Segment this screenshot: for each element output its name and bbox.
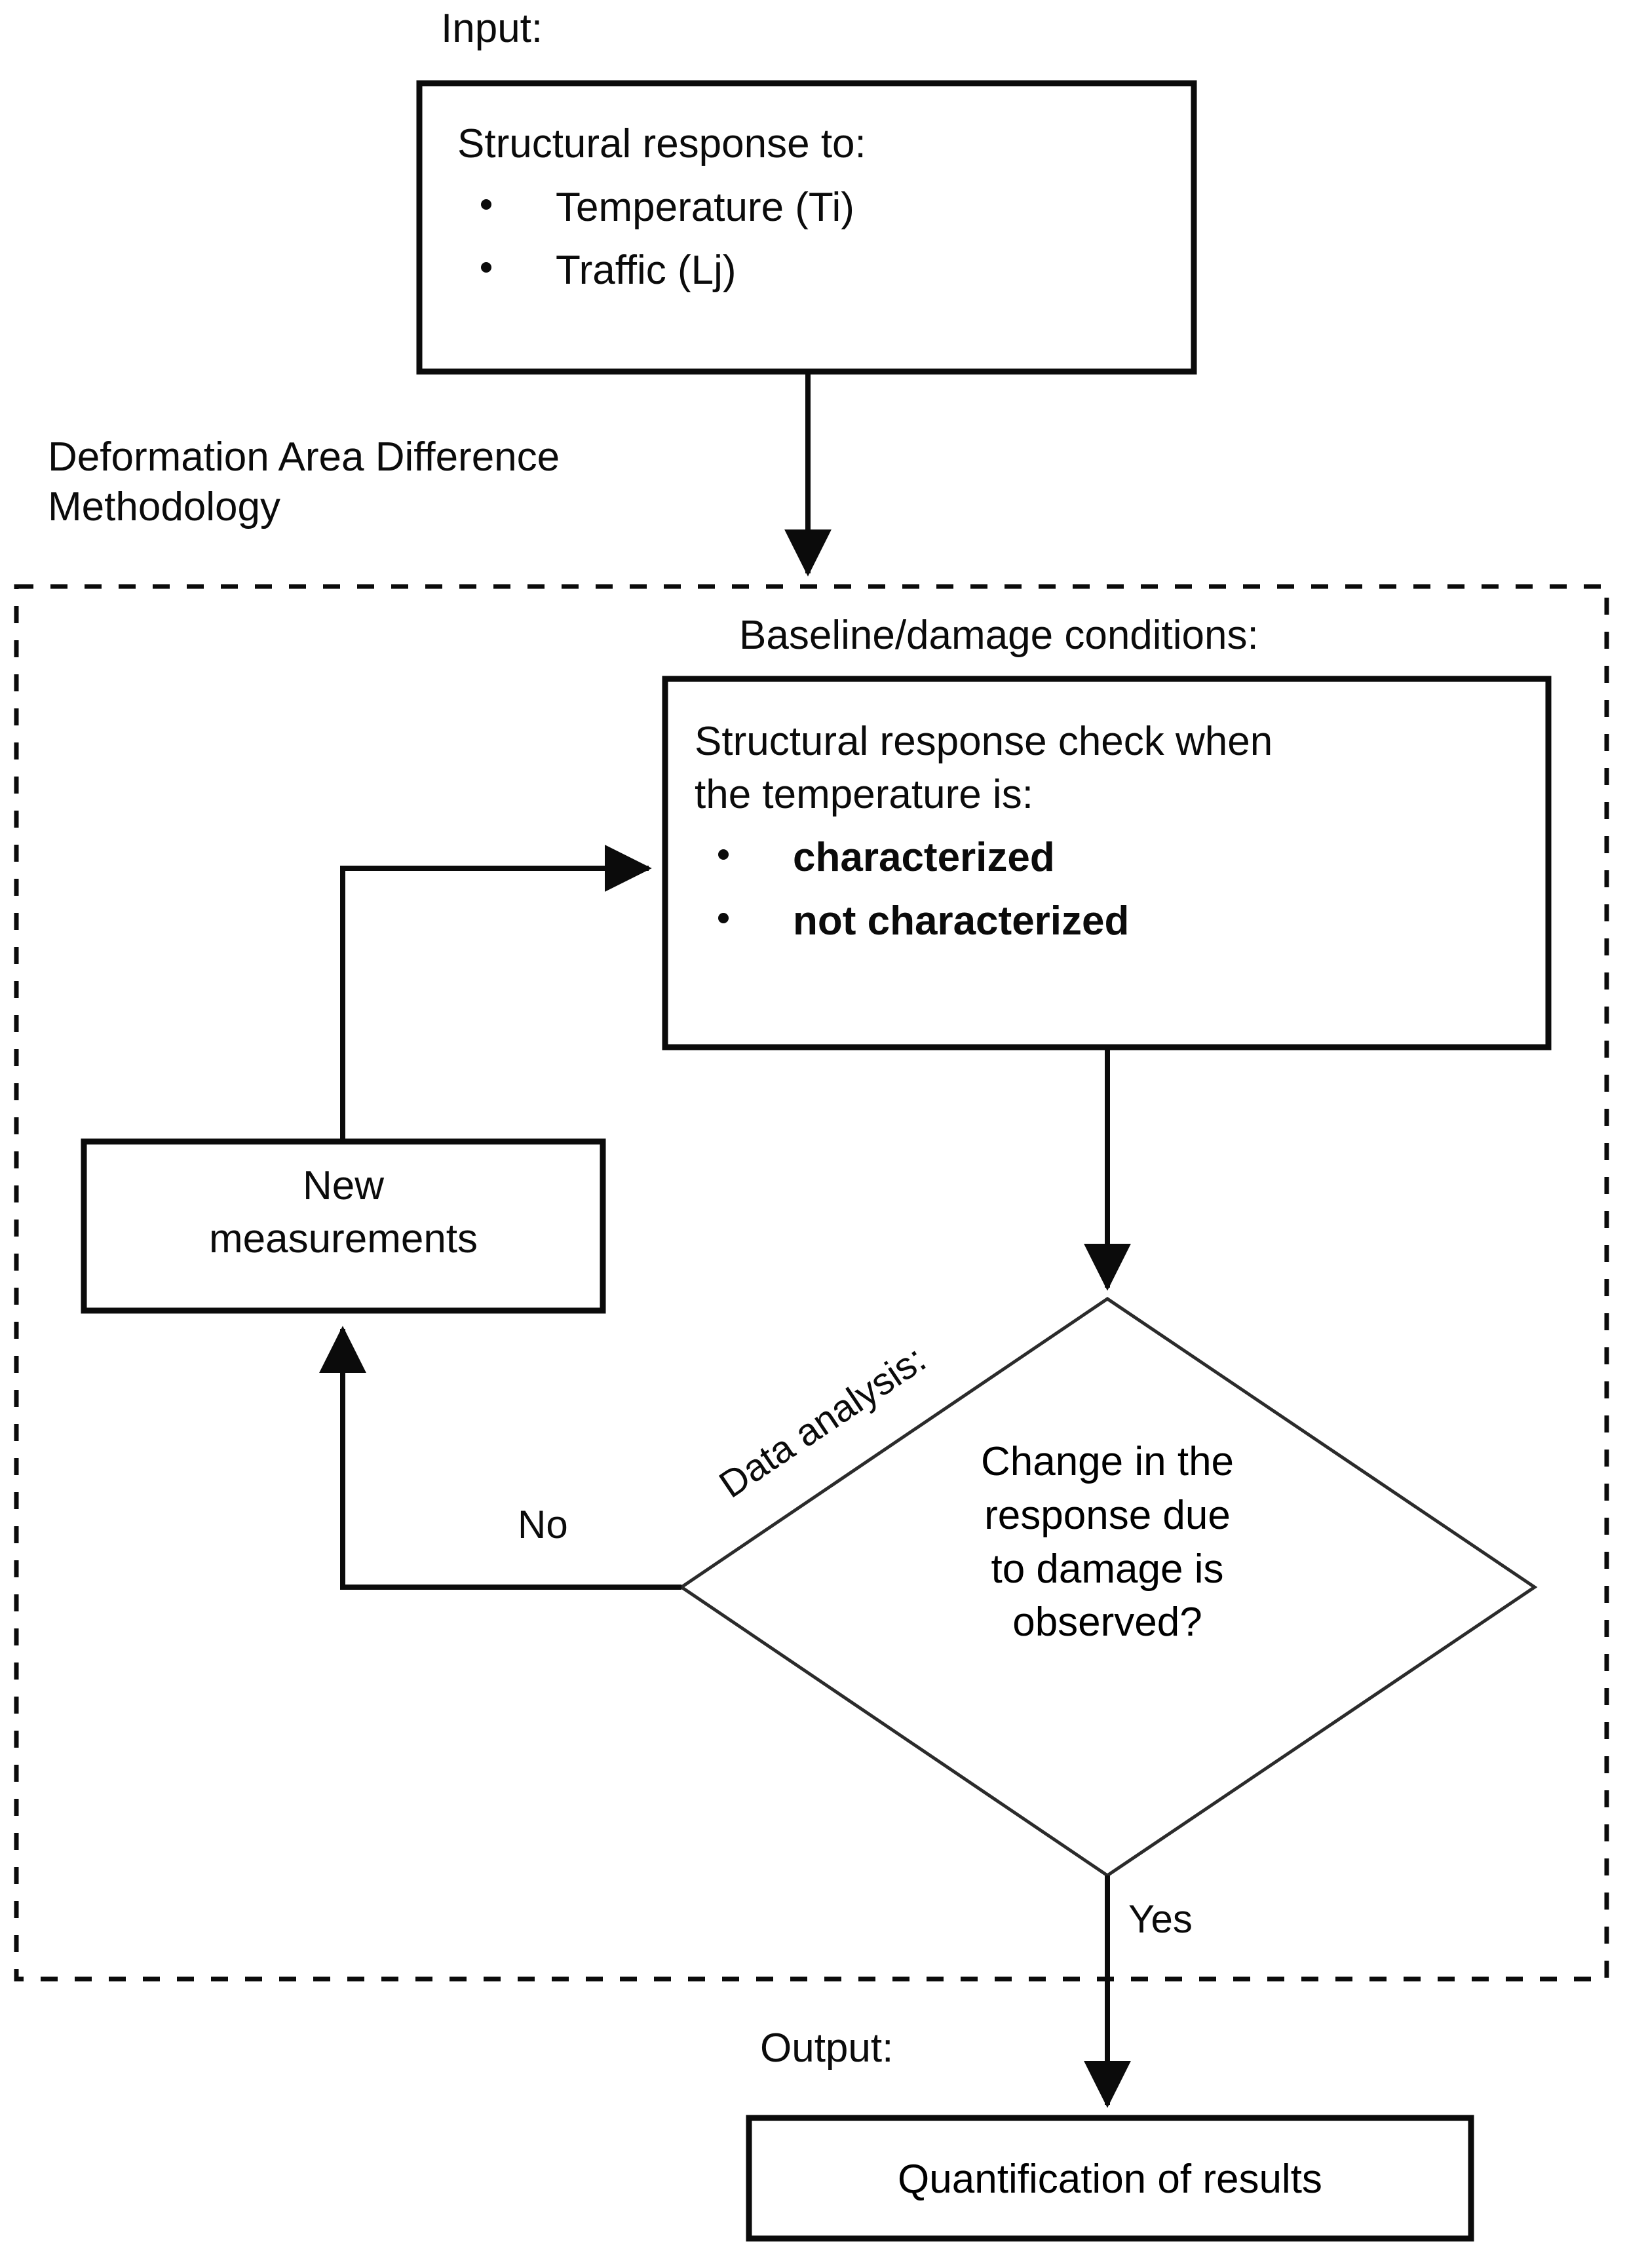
edge-label-yes: Yes — [1128, 1897, 1193, 1941]
decision-diamond-content: Change in the response due to damage is … — [904, 1435, 1311, 1649]
list-item: characterized — [695, 832, 1540, 885]
new-measurements-line-2: measurements — [208, 1216, 478, 1261]
bullet-dot-icon — [718, 913, 729, 924]
output-box-content: Quantification of results — [898, 2157, 1322, 2202]
input-box-bullet-list: Temperature (Ti) Traffic (Lj) — [457, 182, 1185, 298]
data-analysis-label: Data analysis: — [712, 1337, 934, 1507]
bullet-dot-icon — [718, 849, 729, 860]
input-box-heading: Structural response to: — [457, 121, 866, 166]
new-measurements-line-1: New — [302, 1163, 385, 1208]
decision-line-1: Change in the — [980, 1439, 1235, 1484]
list-item: Temperature (Ti) — [457, 182, 1185, 235]
baseline-box-bullet-list: characterized not characterized — [695, 832, 1540, 948]
output-caption: Output: — [760, 2026, 894, 2071]
edge-decision-no-to-new-measurements — [319, 1326, 681, 1590]
list-item: not characterized — [695, 895, 1540, 948]
baseline-box-heading-line-1: Structural response check when — [695, 719, 1273, 764]
edge-label-no: No — [518, 1503, 568, 1547]
decision-line-4: observed? — [1012, 1600, 1202, 1645]
baseline-box-content: Structural response check when the tempe… — [695, 716, 1540, 948]
baseline-bullet-not-characterized: not characterized — [793, 898, 1130, 944]
baseline-caption: Baseline/damage conditions: — [739, 613, 1259, 658]
new-measurements-box-content: New measurements — [84, 1160, 603, 1265]
edge-new-measurements-to-baseline — [340, 845, 652, 1142]
input-box-content: Structural response to: Temperature (Ti)… — [457, 118, 1185, 298]
decision-line-3: to damage is — [991, 1546, 1224, 1592]
methodology-label: Deformation Area Difference Methodology — [48, 434, 560, 529]
input-caption: Input: — [441, 6, 543, 51]
input-bullet-traffic: Traffic (Lj) — [556, 248, 737, 294]
baseline-box-heading-line-2: the temperature is: — [695, 771, 1033, 817]
baseline-bullet-characterized: characterized — [793, 835, 1055, 881]
list-item: Traffic (Lj) — [457, 244, 1185, 298]
bullet-dot-icon — [481, 262, 491, 273]
bullet-dot-icon — [481, 199, 491, 210]
input-bullet-temperature: Temperature (Ti) — [556, 184, 854, 230]
decision-line-2: response due — [984, 1492, 1231, 1538]
